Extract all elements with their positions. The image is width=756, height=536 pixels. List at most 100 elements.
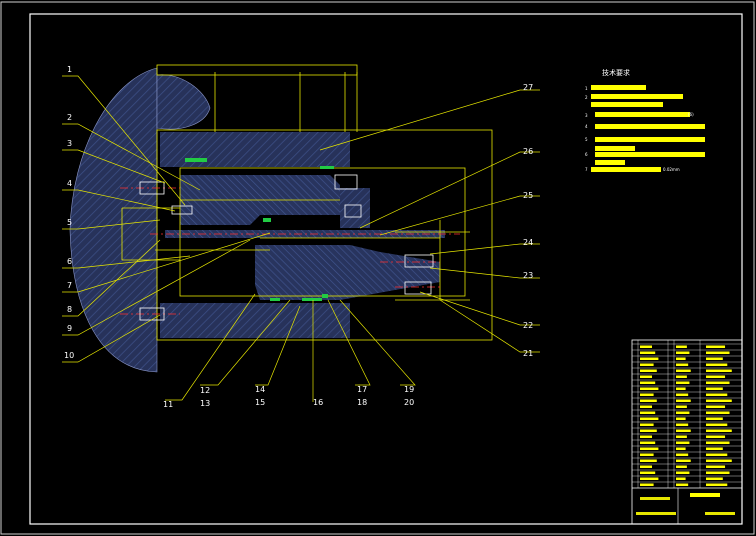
bom-cell-text: [676, 441, 690, 444]
tech-numbers: 1 2 3 4 5 6 7: [585, 86, 588, 172]
part-label-10: 10: [64, 351, 74, 360]
part-label-26: 26: [523, 147, 533, 156]
part-label-4: 4: [67, 179, 72, 188]
bom-cell-text: [676, 411, 690, 414]
part-label-22: 22: [523, 321, 533, 330]
bom-cell-text: [676, 375, 687, 378]
bom-cell-text: [706, 483, 728, 486]
bom-cell-text: [676, 477, 686, 480]
bom-cell-text: [676, 393, 689, 396]
seals: [185, 158, 334, 301]
bom-cell-text: [706, 429, 732, 432]
bom-cell-text: [706, 375, 726, 378]
bom-cell-text: [706, 345, 726, 348]
tech-text-bars: [591, 85, 705, 172]
bom-cell-text: [706, 411, 730, 414]
bom-cell-text: [676, 465, 687, 468]
bom-cell-text: [676, 381, 690, 384]
bom-cell-text: [676, 405, 687, 408]
bom-cell-text: [640, 483, 654, 486]
bom-cell-text: [640, 351, 656, 354]
bom-cell-text: [706, 351, 730, 354]
bom-cell-text: [676, 459, 691, 462]
tech-title: 技术要求: [602, 68, 630, 77]
bom-cell-text: [640, 447, 659, 450]
bom-cell-text: [676, 483, 689, 486]
tech-num-4: 4: [585, 124, 588, 129]
part-label-23: 23: [523, 271, 533, 280]
part-labels: 1 2 3 4 5 6 7 8 9 10 11 12 13 14 15 16 1…: [64, 65, 533, 409]
bom-cell-text: [640, 363, 654, 366]
part-label-17: 17: [357, 385, 367, 394]
tech-num-5: 5: [585, 137, 588, 142]
flange-arc-body: [69, 67, 158, 373]
tech-suffix-7: 0.02mm: [663, 167, 680, 172]
part-label-3: 3: [67, 139, 72, 148]
part-label-14: 14: [255, 385, 265, 394]
part-label-2: 2: [67, 113, 72, 122]
tech-num-7: 7: [585, 167, 588, 172]
bom-cell-text: [640, 387, 659, 390]
bom-cell-text: [706, 417, 723, 420]
bom-cell-text: [706, 405, 726, 408]
bom-cell-text: [706, 387, 723, 390]
bom-cell-text: [676, 435, 687, 438]
part-label-20: 20: [404, 398, 414, 407]
tech-requirements: 技术要求 1 2 3 4 5 6 7 (6) 0.02mm: [585, 68, 705, 172]
centerlines: [120, 187, 460, 315]
bom-cell-text: [640, 459, 657, 462]
part-label-11: 11: [163, 400, 173, 409]
part-label-6: 6: [67, 257, 72, 266]
bom-cell-text: [640, 441, 656, 444]
bom-cell-text: [640, 369, 657, 372]
bom-cell-text: [706, 441, 730, 444]
part-label-24: 24: [523, 238, 533, 247]
bom-cell-text: [706, 471, 730, 474]
bom-cell-text: [676, 429, 691, 432]
tech-num-2: 2: [585, 95, 588, 100]
bom-cell-text: [640, 423, 654, 426]
bom-cell-text: [706, 447, 723, 450]
bom-cell-text: [706, 477, 723, 480]
part-label-8: 8: [67, 305, 72, 314]
bom-cell-text: [706, 399, 732, 402]
bom-cell-text: [706, 435, 726, 438]
bom-cell-text: [706, 357, 723, 360]
bom-cell-text: [706, 453, 728, 456]
bom-cell-text: [640, 453, 654, 456]
bom-cell-text: [640, 429, 657, 432]
tech-num-1: 1: [585, 86, 588, 91]
part-label-7: 7: [67, 281, 72, 290]
part-label-16: 16: [313, 398, 323, 407]
part-label-1: 1: [67, 65, 72, 74]
right-block: [340, 188, 370, 228]
bom-cell-text: [640, 417, 659, 420]
bom-cell-text: [706, 459, 732, 462]
part-label-12: 12: [200, 386, 210, 395]
bom-cell-text: [640, 471, 656, 474]
bom-cell-text: [706, 369, 732, 372]
part-label-13: 13: [200, 399, 210, 408]
bom-cell-text: [640, 411, 656, 414]
bom-cell-text: [706, 363, 728, 366]
tech-num-6: 6: [585, 152, 588, 157]
bom-cell-text: [676, 345, 687, 348]
part-label-9: 9: [67, 324, 72, 333]
bom-cell-text: [640, 375, 652, 378]
part-label-27: 27: [523, 83, 533, 92]
bom-cell-text: [706, 381, 730, 384]
bom-cell-text: [676, 471, 690, 474]
bom-cell-text: [640, 477, 659, 480]
bom-cell-text: [676, 423, 689, 426]
part-label-25: 25: [523, 191, 533, 200]
part-label-15: 15: [255, 398, 265, 407]
lower-sleeve: [255, 245, 440, 300]
part-label-5: 5: [67, 218, 72, 227]
bom-cell-text: [706, 423, 728, 426]
main-body-bottom: [160, 303, 350, 338]
part-label-21: 21: [523, 349, 533, 358]
title-block: [631, 339, 743, 525]
bom-cell-text: [676, 351, 690, 354]
